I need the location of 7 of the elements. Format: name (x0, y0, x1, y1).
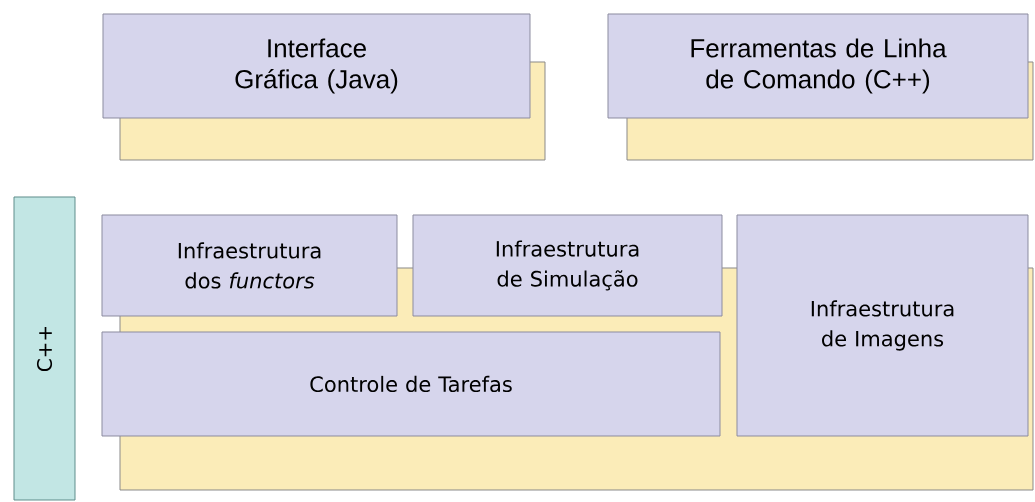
module-box: Ferramentas de Linha de Comando (C++) (607, 13, 1029, 119)
module-box: Infraestrutura de Simulação (412, 214, 723, 317)
language-bar: C++ (13, 196, 76, 501)
module-box: Interface Gráfica (Java) (102, 13, 531, 119)
module-box: Controle de Tarefas (101, 331, 721, 437)
module-box: Infraestrutura de Imagens (736, 214, 1029, 437)
module-box: Infraestrutura dos functors (101, 214, 398, 317)
